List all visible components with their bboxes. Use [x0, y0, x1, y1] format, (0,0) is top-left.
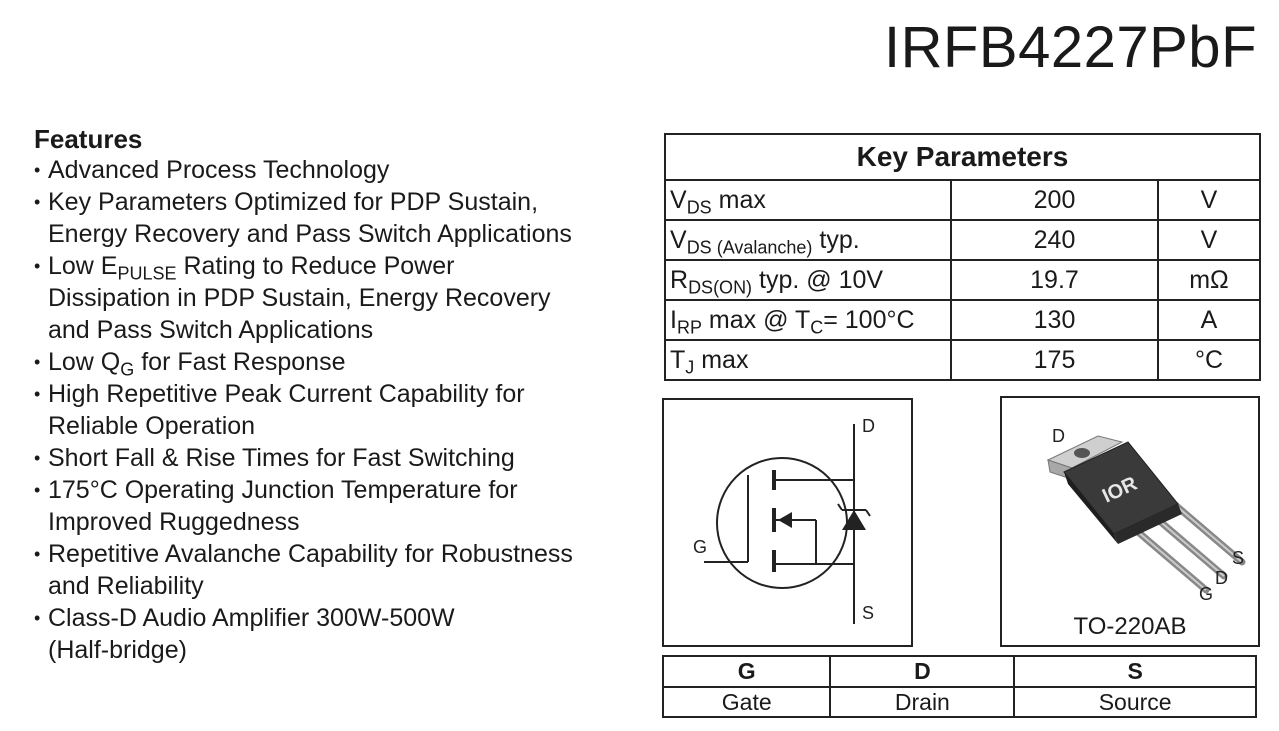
feature-text-sub: PULSE	[117, 263, 177, 284]
package-tab-drain-label: D	[1052, 426, 1065, 446]
feature-item: • Advanced Process Technology	[34, 154, 644, 186]
pin-name-source: Source	[1013, 686, 1257, 718]
feature-text-pre: Low E	[48, 252, 118, 280]
feature-text-content: Class-D Audio Amplifier 300W-500W(Half-b…	[48, 604, 455, 664]
feature-text: Advanced Process Technology	[48, 154, 644, 186]
symbol-gate-label: G	[693, 537, 707, 557]
parameter-name: VDS (Avalanche) typ.	[664, 219, 952, 261]
feature-text: 175°C Operating Junction Temperature for…	[48, 474, 644, 538]
parameter-value: 130	[950, 299, 1159, 341]
feature-item: • High Repetitive Peak Current Capability…	[34, 378, 644, 442]
feature-item: • Short Fall & Rise Times for Fast Switch…	[34, 442, 644, 474]
package-pin-g-label: G	[1199, 584, 1213, 604]
bullet-icon: •	[34, 160, 41, 180]
package-pin-d-label: D	[1215, 568, 1228, 588]
feature-text: Repetitive Avalanche Capability for Robu…	[48, 538, 644, 602]
feature-text-content: Key Parameters Optimized for PDP Sustain…	[48, 188, 572, 248]
pin-letter-g: G	[661, 655, 832, 688]
bullet-icon: •	[34, 352, 41, 372]
feature-text-content: Short Fall & Rise Times for Fast Switchi…	[48, 444, 515, 472]
feature-item: • Repetitive Avalanche Capability for Rob…	[34, 538, 644, 602]
pin-letter-s: S	[1013, 655, 1257, 688]
part-number-title: IRFB4227PbF	[883, 15, 1257, 80]
bullet-icon: •	[34, 192, 41, 212]
parameter-unit: V	[1157, 179, 1261, 221]
parameter-value: 200	[950, 179, 1159, 221]
feature-text-content: High Repetitive Peak Current Capability …	[48, 380, 525, 440]
feature-item: • 175°C Operating Junction Temperature fo…	[34, 474, 644, 538]
package-pin-s-label: S	[1232, 548, 1244, 568]
parameter-value: 175	[950, 339, 1159, 381]
feature-text: Class-D Audio Amplifier 300W-500W(Half-b…	[48, 602, 644, 666]
feature-text-content: Repetitive Avalanche Capability for Robu…	[48, 540, 573, 600]
bullet-icon: •	[34, 544, 41, 564]
feature-text: Short Fall & Rise Times for Fast Switchi…	[48, 442, 644, 474]
feature-item: • Key Parameters Optimized for PDP Sustai…	[34, 186, 644, 250]
bullet-icon: •	[34, 384, 41, 404]
feature-text-post: for Fast Response	[134, 348, 346, 376]
feature-text: High Repetitive Peak Current Capability …	[48, 378, 644, 442]
parameter-name: RDS(ON) typ. @ 10V	[664, 259, 952, 301]
bullet-icon: •	[34, 608, 41, 628]
mosfet-symbol-diagram: D G S	[662, 398, 913, 647]
parameter-name: TJ max	[664, 339, 952, 381]
feature-text: Low QG for Fast Response	[48, 346, 644, 378]
features-heading: Features	[34, 124, 143, 154]
features-section: Features • Advanced Process Technology • Ke…	[34, 124, 644, 666]
parameter-unit: A	[1157, 299, 1261, 341]
feature-text-sub: G	[120, 359, 135, 380]
feature-text-pre: Low Q	[48, 348, 121, 376]
parameter-value: 19.7	[950, 259, 1159, 301]
feature-item: • Low QG for Fast Response	[34, 346, 644, 378]
package-diagram: IOR D G D S TO-220AB	[1000, 396, 1260, 647]
features-list: • Advanced Process Technology • Key Paramet…	[34, 154, 644, 666]
symbol-drain-label: D	[862, 416, 875, 436]
feature-item: • Class-D Audio Amplifier 300W-500W(Half-…	[34, 602, 644, 666]
bullet-icon: •	[34, 256, 41, 276]
mosfet-symbol-svg: D G S	[693, 416, 875, 624]
package-name: TO-220AB	[1073, 613, 1187, 640]
parameter-name: VDS max	[664, 179, 952, 221]
parameter-name: IRP max @ TC= 100°C	[664, 299, 952, 341]
pin-name-gate: Gate	[661, 686, 832, 718]
key-parameters-title: Key Parameters	[664, 133, 1261, 181]
parameter-unit: mΩ	[1157, 259, 1261, 301]
parameter-unit: °C	[1157, 339, 1261, 381]
bullet-icon: •	[34, 448, 41, 468]
pin-name-drain: Drain	[829, 686, 1016, 718]
feature-text-content: Advanced Process Technology	[48, 156, 390, 184]
parameter-value: 240	[950, 219, 1159, 261]
to220-package-illustration: IOR D G D S	[1046, 426, 1246, 604]
parameter-unit: V	[1157, 219, 1261, 261]
feature-text-content: 175°C Operating Junction Temperature for…	[48, 476, 518, 536]
pin-assignment-table: G D S Gate Drain Source	[661, 655, 1257, 718]
feature-text: Key Parameters Optimized for PDP Sustain…	[48, 186, 644, 250]
pin-letter-d: D	[829, 655, 1016, 688]
bullet-icon: •	[34, 480, 41, 500]
symbol-source-label: S	[862, 603, 874, 623]
